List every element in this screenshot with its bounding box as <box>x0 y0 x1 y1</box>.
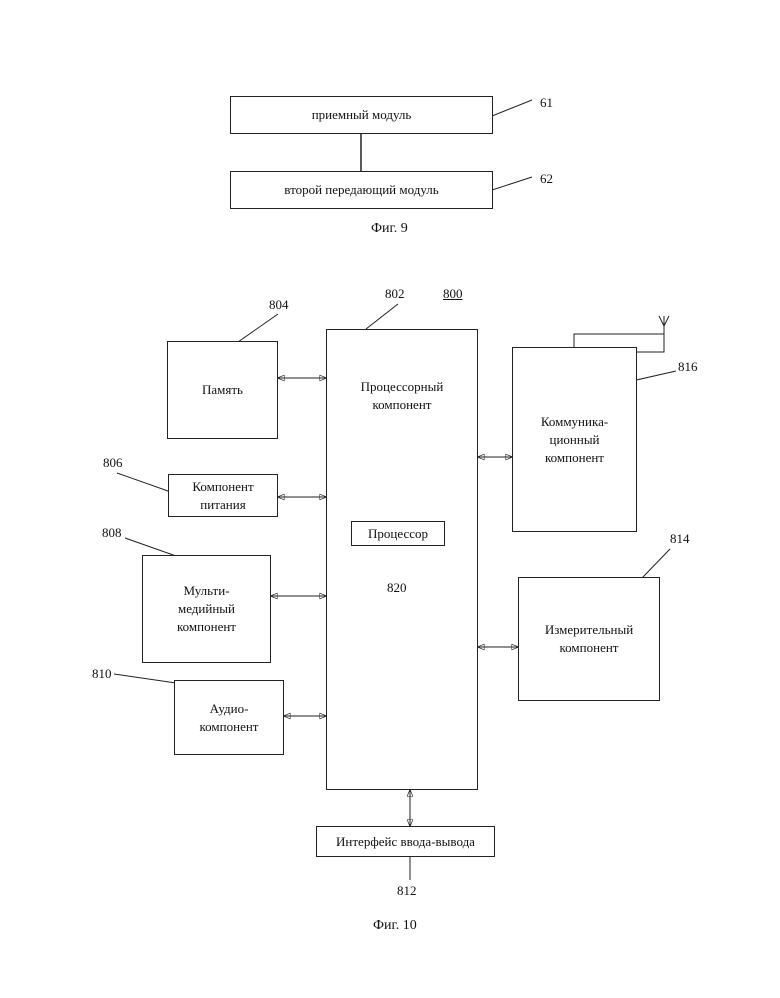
sensor-component-box: Измерительный компонент <box>518 577 660 701</box>
sensor-component-label: Измерительный компонент <box>545 621 633 657</box>
ref-800: 800 <box>443 287 463 301</box>
multimedia-component-box: Мульти- медийный компонент <box>142 555 271 663</box>
leader-62 <box>492 177 532 190</box>
second-transmitting-module-box: второй передающий модуль <box>230 171 493 209</box>
fig10-caption: Фиг. 10 <box>373 918 417 934</box>
leader-61 <box>492 100 532 116</box>
ref-804: 804 <box>269 298 289 312</box>
audio-component-label: Аудио- компонент <box>200 700 259 736</box>
ref-812: 812 <box>397 884 417 898</box>
leader-814 <box>642 549 670 578</box>
power-component-label: Компонент питания <box>192 478 253 514</box>
ref-806: 806 <box>103 456 123 470</box>
ref-802: 802 <box>385 287 405 301</box>
receiving-module-box: приемный модуль <box>230 96 493 134</box>
ref-810: 810 <box>92 667 112 681</box>
memory-label: Память <box>202 381 243 399</box>
communication-component-box: Коммуника- ционный компонент <box>512 347 637 532</box>
communication-component-label: Коммуника- ционный компонент <box>541 413 608 467</box>
antenna-icon <box>659 316 669 326</box>
io-interface-label: Интерфейс ввода-вывода <box>336 833 475 851</box>
leader-802 <box>366 304 398 329</box>
processor-box: Процессор <box>351 521 445 546</box>
power-component-box: Компонент питания <box>168 474 278 517</box>
ref-62: 62 <box>540 172 553 186</box>
memory-box: Память <box>167 341 278 439</box>
leader-804 <box>238 314 278 342</box>
leader-808 <box>125 538 176 556</box>
ref-814: 814 <box>670 532 690 546</box>
fig9-caption: Фиг. 9 <box>371 221 408 237</box>
processor-component-box: Процессорный компонент <box>326 329 478 790</box>
ref-61: 61 <box>540 96 553 110</box>
leader-810 <box>114 674 176 683</box>
io-interface-box: Интерфейс ввода-вывода <box>316 826 495 857</box>
processor-label: Процессор <box>368 525 428 543</box>
ref-808: 808 <box>102 526 122 540</box>
receiving-module-label: приемный модуль <box>312 106 412 124</box>
multimedia-component-label: Мульти- медийный компонент <box>177 582 236 636</box>
leader-806 <box>117 473 168 491</box>
second-transmitting-module-label: второй передающий модуль <box>284 181 438 199</box>
processor-component-label: Процессорный компонент <box>361 378 444 414</box>
ref-820: 820 <box>387 581 407 595</box>
leader-816 <box>632 371 676 381</box>
audio-component-box: Аудио- компонент <box>174 680 284 755</box>
ref-816: 816 <box>678 360 698 374</box>
